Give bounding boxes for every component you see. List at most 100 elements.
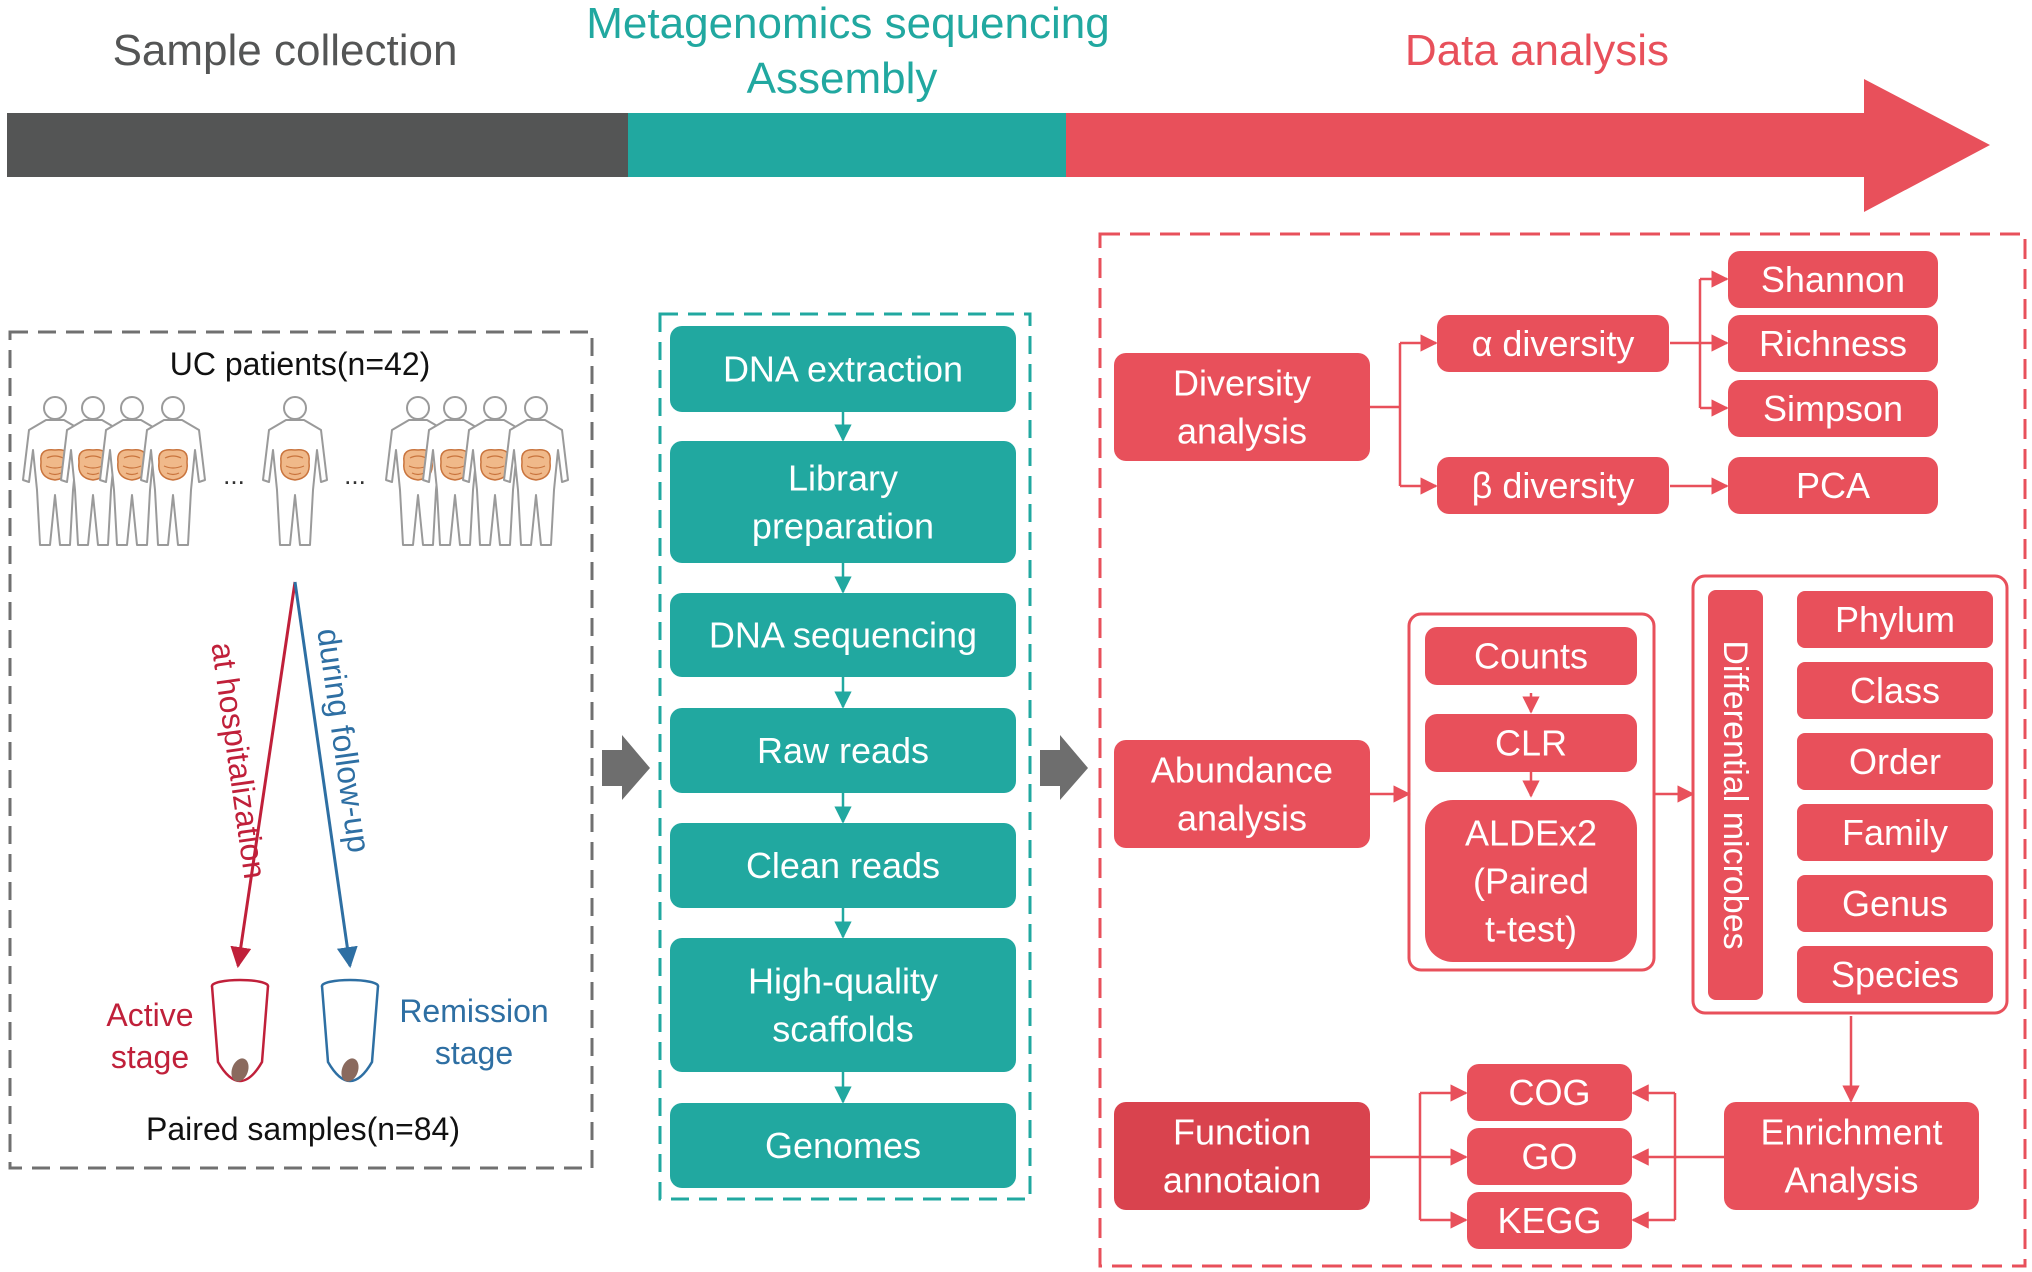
shannon-node: Shannon [1728, 251, 1938, 308]
at-hospitalization-label: at hospitalization [204, 640, 273, 881]
aldex2-node-label: (Paired [1473, 861, 1589, 902]
taxa-node-genus-label: Genus [1842, 883, 1948, 924]
arrow-to-remission [293, 581, 358, 969]
clr-node-label: CLR [1495, 723, 1567, 764]
dna-extraction-step: DNA extraction [670, 326, 1016, 412]
taxa-node-species-label: Species [1831, 954, 1959, 995]
counts-node: Counts [1425, 627, 1637, 685]
flow-arrow-1 [602, 735, 650, 800]
diversity-analysis-node: Diversity analysis [1114, 353, 1370, 461]
phase-label-sample: Sample collection [113, 26, 458, 75]
kegg-node-label: KEGG [1497, 1200, 1601, 1241]
alpha-diversity-node: α diversity [1437, 315, 1669, 372]
kegg-node: KEGG [1467, 1192, 1632, 1249]
phase-bar-sample [7, 113, 628, 177]
phase-label-meta-line1: Metagenomics sequencing [586, 0, 1109, 48]
abundance-analysis-node: Abundance analysis [1114, 740, 1370, 848]
taxa-node-phylum-label: Phylum [1835, 599, 1955, 640]
shannon-node-label: Shannon [1761, 259, 1905, 300]
raw-reads-step: Raw reads [670, 708, 1016, 793]
aldex2-node: ALDEx2 (Paired t-test) [1425, 800, 1637, 962]
counts-node-label: Counts [1474, 636, 1588, 677]
function-annotation-node: Function annotaion [1114, 1102, 1370, 1210]
beta-diversity-node-label: β diversity [1472, 465, 1635, 506]
uc-patients-title: UC patients(n=42) [170, 346, 431, 382]
library-preparation-step-label: preparation [752, 506, 934, 547]
data-analysis-panel [1098, 232, 2027, 1268]
abundance-analysis-node-label: Abundance [1151, 750, 1333, 791]
genomes-step-label: Genomes [765, 1125, 921, 1166]
function-annotation-node-label: annotaion [1163, 1160, 1321, 1201]
aldex-group-frame [1407, 612, 1656, 972]
arrow-to-active [230, 581, 297, 969]
patients-ellipsis-right: ... [344, 460, 366, 490]
taxa-node-order-label: Order [1849, 741, 1941, 782]
differential-microbes-label: Differential microbes [1716, 640, 1754, 949]
cog-node-label: COG [1508, 1072, 1590, 1113]
aldex2-node-label: ALDEx2 [1465, 813, 1597, 854]
taxa-node-species: Species [1797, 946, 1993, 1003]
taxa-node-genus: Genus [1797, 875, 1993, 932]
pipeline-panel [658, 312, 1032, 1201]
pca-node: PCA [1728, 457, 1938, 514]
high-quality-scaffolds-step-label: scaffolds [772, 1009, 913, 1050]
taxa-node-family: Family [1797, 804, 1993, 861]
phase-label-data: Data analysis [1405, 26, 1669, 75]
alpha-diversity-node-label: α diversity [1472, 323, 1635, 364]
differential-microbes-node: Differential microbes [1708, 590, 1763, 1000]
dna-sequencing-step: DNA sequencing [670, 593, 1016, 677]
beta-diversity-node: β diversity [1437, 457, 1669, 514]
dna-extraction-step-label: DNA extraction [723, 349, 963, 390]
library-preparation-step-label: Library [788, 458, 898, 499]
go-node: GO [1467, 1128, 1632, 1185]
richness-node-label: Richness [1759, 323, 1907, 364]
tube-active-icon [210, 978, 270, 1083]
phase-bar-meta [628, 113, 1066, 177]
enrichment-analysis-node-label: Analysis [1784, 1160, 1918, 1201]
patient-figures [22, 396, 569, 546]
paired-samples-label: Paired samples(n=84) [146, 1111, 460, 1147]
taxa-node-family-label: Family [1842, 812, 1948, 853]
flow-arrow-2 [1040, 735, 1088, 800]
go-node-label: GO [1521, 1136, 1577, 1177]
diversity-analysis-node-label: Diversity [1173, 363, 1311, 404]
differential-group-frame [1691, 574, 2009, 1015]
patients-ellipsis-left: ... [223, 460, 245, 490]
active-stage-line2: stage [111, 1039, 189, 1075]
analysis-connectors [1370, 270, 1860, 1229]
sample-collection-panel [8, 330, 594, 1170]
tube-remission-icon [320, 978, 380, 1083]
simpson-node: Simpson [1728, 380, 1938, 437]
phase-label-meta-line2: Assembly [747, 54, 938, 103]
high-quality-scaffolds-step-label: High-quality [748, 961, 938, 1002]
simpson-node-label: Simpson [1763, 388, 1903, 429]
raw-reads-step-label: Raw reads [757, 730, 929, 771]
clr-node: CLR [1425, 714, 1637, 772]
taxa-node-class: Class [1797, 662, 1993, 719]
aldex2-node-label: t-test) [1485, 909, 1577, 950]
phase-arrow-data [1066, 79, 1990, 212]
remission-stage-line2: stage [435, 1035, 513, 1071]
taxa-node-phylum: Phylum [1797, 591, 1993, 648]
clean-reads-step: Clean reads [670, 823, 1016, 908]
taxa-node-class-label: Class [1850, 670, 1940, 711]
clean-reads-step-label: Clean reads [746, 845, 940, 886]
diversity-analysis-node-label: analysis [1177, 411, 1307, 452]
dna-sequencing-step-label: DNA sequencing [709, 615, 977, 656]
taxa-node-order: Order [1797, 733, 1993, 790]
during-follow-up-label: during follow-up [310, 626, 377, 855]
enrichment-analysis-node-label: Enrichment [1760, 1112, 1942, 1153]
genomes-step: Genomes [670, 1103, 1016, 1188]
remission-stage-line1: Remission [399, 993, 548, 1029]
abundance-analysis-node-label: analysis [1177, 798, 1307, 839]
function-annotation-node-label: Function [1173, 1112, 1311, 1153]
pca-node-label: PCA [1796, 465, 1870, 506]
active-stage-line1: Active [106, 997, 193, 1033]
library-preparation-step: Library preparation [670, 441, 1016, 563]
high-quality-scaffolds-step: High-quality scaffolds [670, 938, 1016, 1072]
richness-node: Richness [1728, 315, 1938, 372]
